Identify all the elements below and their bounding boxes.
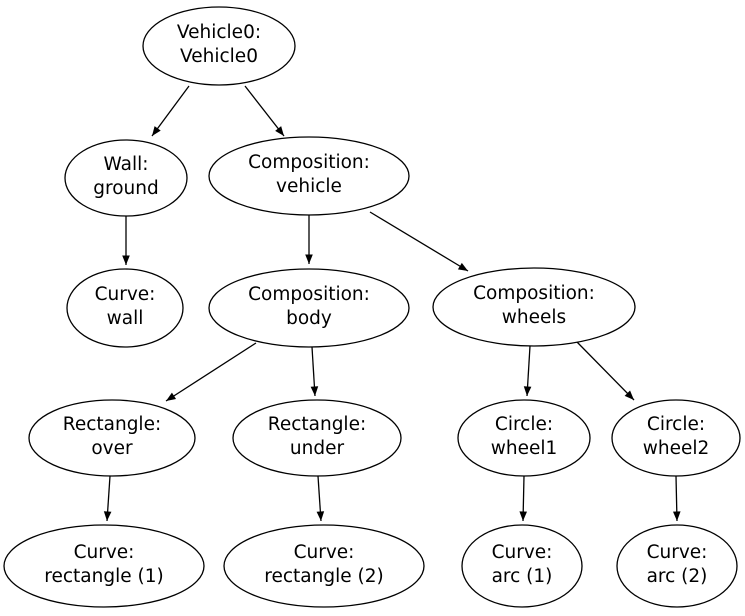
node-circle-wheel1-shape [457,399,591,477]
node-curve-rectangle-2-label-line1: Curve: [294,542,355,563]
edge-composition-wheels-to-circle-wheel2 [576,341,635,401]
node-curve-rectangle-1: Curve: rectangle (1) [3,524,205,608]
node-wall-ground-label-line2: ground [93,178,158,199]
node-rectangle-under-label-line1: Rectangle: [268,414,366,435]
node-wall-ground: Wall: ground [64,139,188,217]
node-composition-wheels: Composition: wheels [432,267,636,347]
node-composition-vehicle: Composition: vehicle [208,136,410,216]
edge-composition-wheels-to-circle-wheel1 [523,345,532,397]
node-rectangle-over-label-line2: over [91,438,133,459]
node-composition-body-label-line2: body [286,308,332,329]
node-rectangle-over-shape [28,399,196,477]
edge-composition-vehicle-to-composition-wheels [369,211,469,272]
node-circle-wheel2-shape [611,399,741,477]
node-curve-rectangle-1-label-line2: rectangle (1) [44,566,163,587]
edge-circle-wheel1-to-curve-arc-1 [519,475,528,522]
node-curve-arc-1-label-line1: Curve: [492,542,553,563]
node-rectangle-over: Rectangle: over [28,399,196,477]
node-composition-body-label-line1: Composition: [248,284,370,305]
node-curve-wall-label-line1: Curve: [95,284,156,305]
node-composition-vehicle-label-line2: vehicle [276,176,342,197]
node-circle-wheel1-label-line1: Circle: [495,414,553,435]
node-curve-arc-2-label-line2: arc (2) [647,566,708,587]
node-curve-rectangle-2: Curve: rectangle (2) [223,524,425,608]
nodes-layer: Vehicle0: Vehicle0 Wall: ground Composit… [3,6,741,608]
node-vehicle0-label-line2: Vehicle0 [180,46,258,67]
node-curve-arc-1-label-line2: arc (1) [492,566,553,587]
node-rectangle-under-shape [232,399,402,477]
node-circle-wheel1-label-line2: wheel1 [491,438,558,459]
node-composition-vehicle-shape [208,136,410,216]
node-circle-wheel2-label-line1: Circle: [647,414,705,435]
node-composition-wheels-shape [432,267,636,347]
node-curve-arc-2-label-line1: Curve: [647,542,708,563]
node-curve-rectangle-1-label-line1: Curve: [74,542,135,563]
node-rectangle-under-label-line2: under [290,438,345,459]
node-wall-ground-shape [64,139,188,217]
node-rectangle-under: Rectangle: under [232,399,402,477]
node-curve-arc-1: Curve: arc (1) [461,524,583,608]
node-curve-wall-label-line2: wall [107,308,144,329]
edge-composition-body-to-rectangle-over [165,342,257,402]
edge-composition-body-to-rectangle-under [310,346,319,397]
node-curve-rectangle-2-shape [223,524,425,608]
node-curve-rectangle-1-shape [3,524,205,608]
node-circle-wheel2: Circle: wheel2 [611,399,741,477]
node-curve-arc-1-shape [461,524,583,608]
node-composition-body-shape [208,268,410,348]
node-wall-ground-label-line1: Wall: [104,154,149,175]
edges-layer [103,85,681,522]
node-curve-rectangle-2-label-line2: rectangle (2) [264,566,383,587]
node-circle-wheel2-label-line2: wheel2 [643,438,710,459]
edge-rectangle-under-to-curve-rectangle-2 [316,475,325,522]
node-composition-wheels-label-line1: Composition: [473,283,595,304]
edge-circle-wheel2-to-curve-arc-2 [672,475,681,522]
edge-vehicle0-to-composition-vehicle [244,85,285,137]
node-curve-arc-2-shape [616,524,738,608]
edge-rectangle-over-to-curve-rectangle-1 [103,475,112,522]
node-vehicle0: Vehicle0: Vehicle0 [142,6,296,86]
node-vehicle0-shape [142,6,296,86]
node-curve-wall: Curve: wall [66,268,184,348]
node-rectangle-over-label-line1: Rectangle: [63,414,161,435]
node-curve-wall-shape [66,268,184,348]
edge-vehicle0-to-wall-ground [151,85,190,137]
node-vehicle0-label-line1: Vehicle0: [177,22,261,43]
node-composition-wheels-label-line2: wheels [502,307,566,328]
node-curve-arc-2: Curve: arc (2) [616,524,738,608]
node-circle-wheel1: Circle: wheel1 [457,399,591,477]
node-composition-body: Composition: body [208,268,410,348]
node-composition-vehicle-label-line1: Composition: [248,152,370,173]
